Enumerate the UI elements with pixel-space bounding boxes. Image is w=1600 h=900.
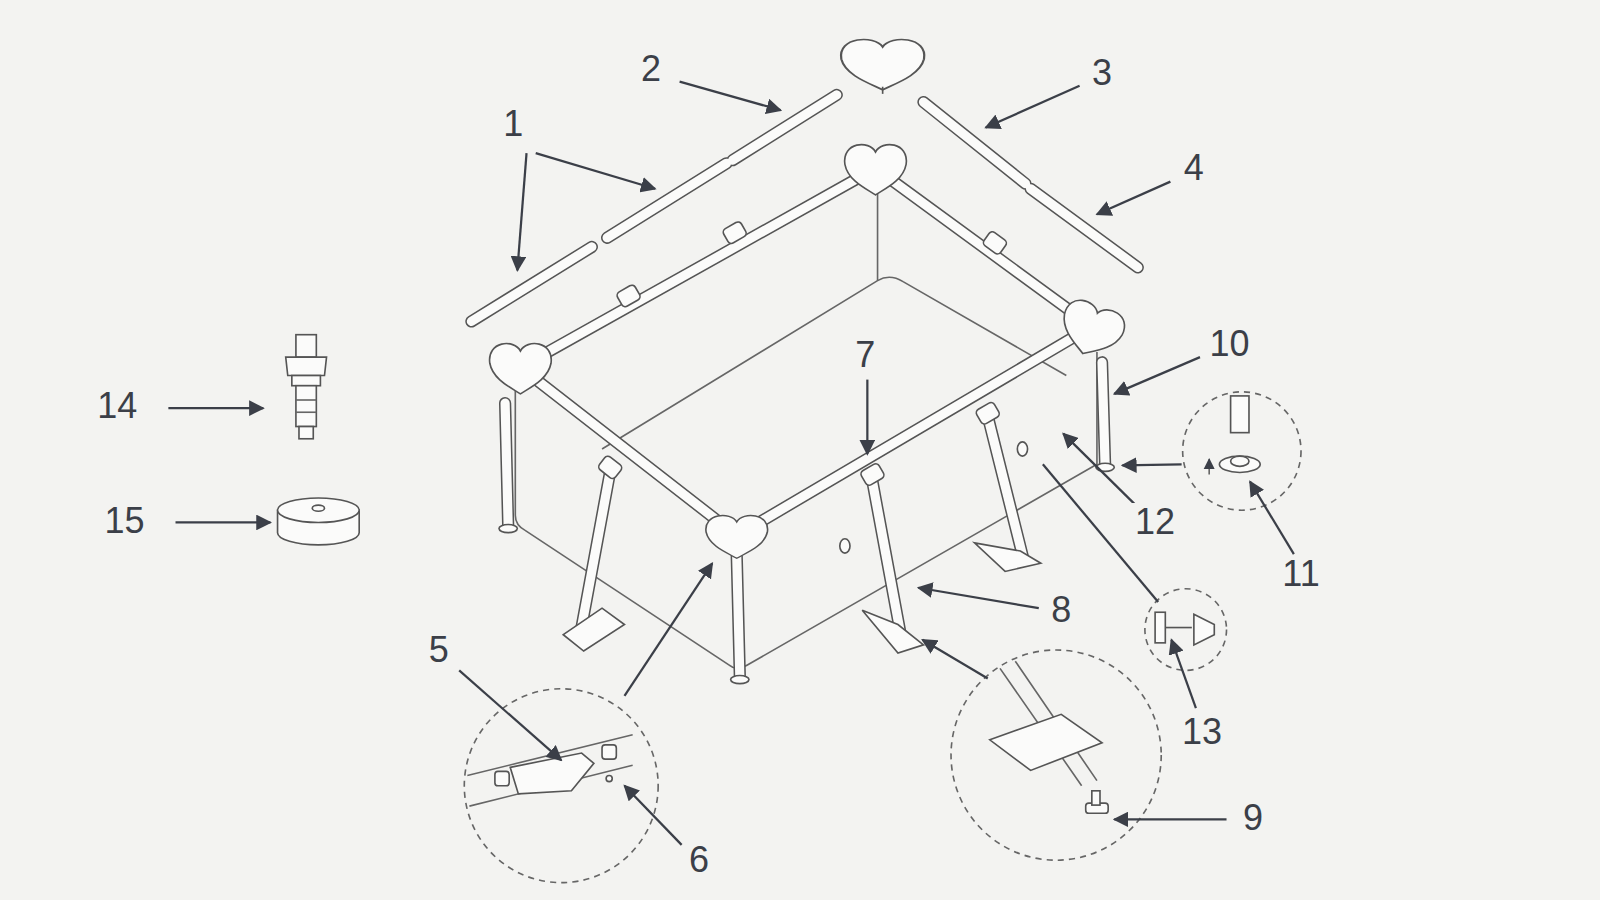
callout-number: 13: [1179, 713, 1225, 751]
callout-number: 7: [852, 336, 878, 374]
callout-number: 14: [94, 387, 140, 425]
callout-number: 11: [1279, 555, 1322, 593]
callout-number: 10: [1207, 325, 1253, 363]
callout-number: 15: [101, 502, 147, 540]
callout-number: 2: [638, 50, 664, 88]
callout-number: 1: [500, 105, 526, 143]
callout-number: 6: [686, 841, 712, 879]
callout-number: 9: [1240, 799, 1266, 837]
callout-number: 5: [426, 631, 452, 669]
callout-number: 8: [1048, 591, 1074, 629]
callout-number: 3: [1089, 54, 1115, 92]
callout-number: 12: [1132, 503, 1178, 541]
callout-number: 4: [1181, 149, 1207, 187]
